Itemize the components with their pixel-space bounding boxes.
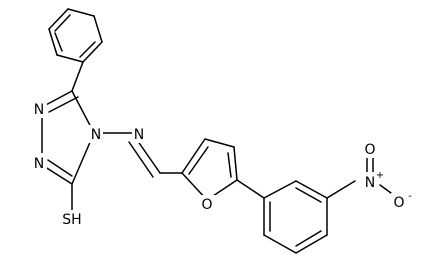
imine-double-bond-b bbox=[128, 141, 154, 178]
atom-n2: N bbox=[34, 156, 44, 172]
nitro-n-positive-charge: + bbox=[376, 170, 384, 181]
atom-nitro-n: N bbox=[365, 175, 375, 191]
nitro-o-negative-charge: - bbox=[408, 191, 412, 202]
triazole-ring bbox=[41, 90, 95, 185]
nitrophenyl-ring bbox=[263, 180, 328, 254]
furan-ring bbox=[181, 138, 238, 201]
atom-nitro-o-top: O bbox=[364, 142, 375, 158]
atom-furan-o: O bbox=[201, 197, 212, 213]
atom-imine-n: N bbox=[134, 127, 144, 143]
phenyl-ring bbox=[48, 8, 103, 63]
atom-thiol-sh: SH bbox=[62, 212, 81, 228]
atom-nitro-o-right: O bbox=[393, 195, 404, 211]
furan-aryl-bond bbox=[236, 179, 265, 199]
phenyl-triazole-bond bbox=[71, 61, 84, 92]
atom-n4: N bbox=[91, 127, 101, 143]
atom-n1: N bbox=[34, 102, 44, 118]
aryl-nitro-bond bbox=[326, 180, 356, 199]
